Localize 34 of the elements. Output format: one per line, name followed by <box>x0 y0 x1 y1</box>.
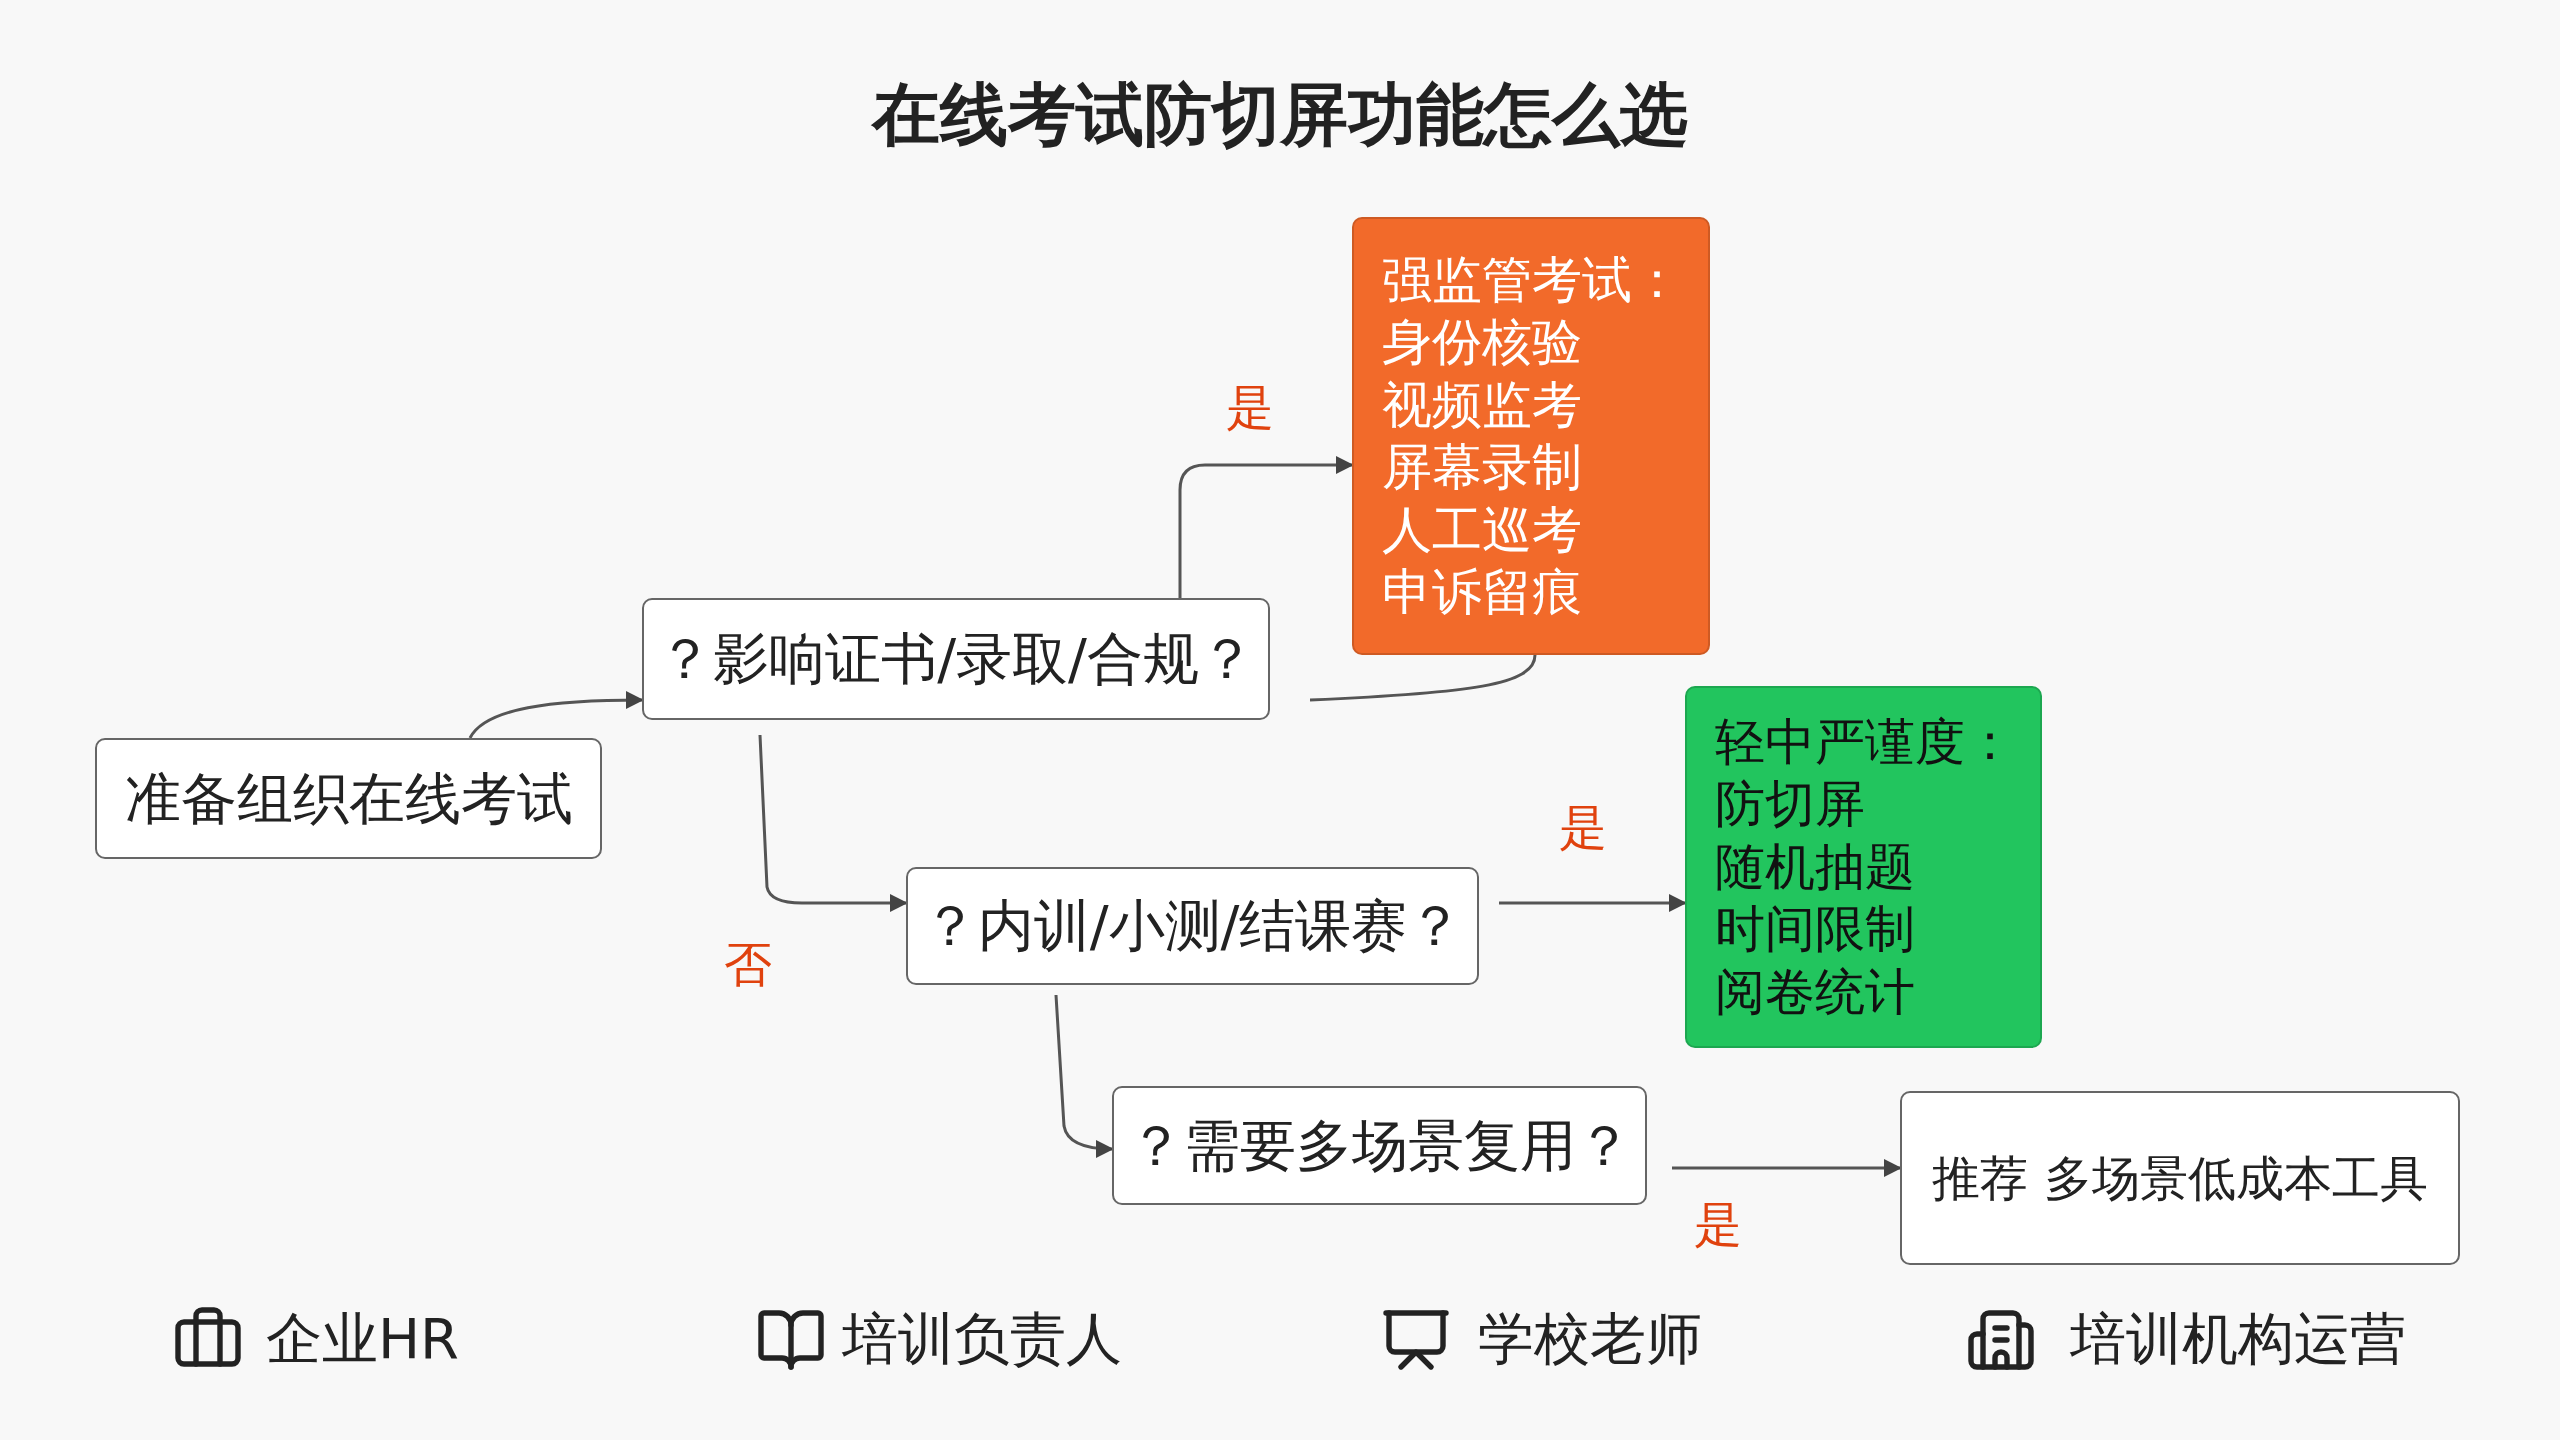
arrow <box>468 691 644 739</box>
process-box <box>906 867 1479 985</box>
role-label: 培训机构运营 <box>2070 1305 2406 1373</box>
box-heading: 强监管考试： <box>1382 249 1682 311</box>
box-text: ？需要多场景复用？ <box>1127 1111 1632 1180</box>
result-box <box>1685 686 2042 1048</box>
box-text: ？影响证书/录取/合规？ <box>657 625 1255 693</box>
process-box <box>1900 1091 2460 1265</box>
result-box <box>1352 217 1710 655</box>
box-heading: 轻中严谨度： <box>1715 711 2015 773</box>
box-text: 屏幕录制 <box>1382 437 1582 498</box>
arrow <box>1054 994 1114 1158</box>
process-box <box>1112 1086 1647 1205</box>
box-text: 视频监考 <box>1382 374 1582 436</box>
arrow <box>1499 894 1687 912</box>
role-label: 企业HR <box>266 1305 460 1373</box>
arrow <box>758 734 908 912</box>
role-label: 培训负责人 <box>842 1305 1122 1373</box>
box-text: 防切屏 <box>1715 774 1865 836</box>
process-box <box>95 738 602 859</box>
process-box <box>642 598 1270 720</box>
arrow <box>1178 456 1354 598</box>
box-text: 推荐 多场景低成本工具 <box>1932 1149 2428 1208</box>
box-text: 阅卷统计 <box>1715 961 1915 1023</box>
box-text: ？内训/小测/结课赛？ <box>921 892 1464 960</box>
arrow <box>1672 1159 1902 1177</box>
role-label: 学校老师 <box>1478 1305 1702 1373</box>
box-text: 时间限制 <box>1715 899 1915 961</box>
title: 在线考试防切屏功能怎么选 <box>870 74 1689 156</box>
box-text: 随机抽题 <box>1715 836 1915 898</box>
box-text: 准备组织在线考试 <box>124 764 573 833</box>
box-text: 申诉留痕 <box>1382 562 1582 623</box>
box-text: 身份核验 <box>1382 312 1582 373</box>
box-text: 人工巡考 <box>1382 499 1582 561</box>
